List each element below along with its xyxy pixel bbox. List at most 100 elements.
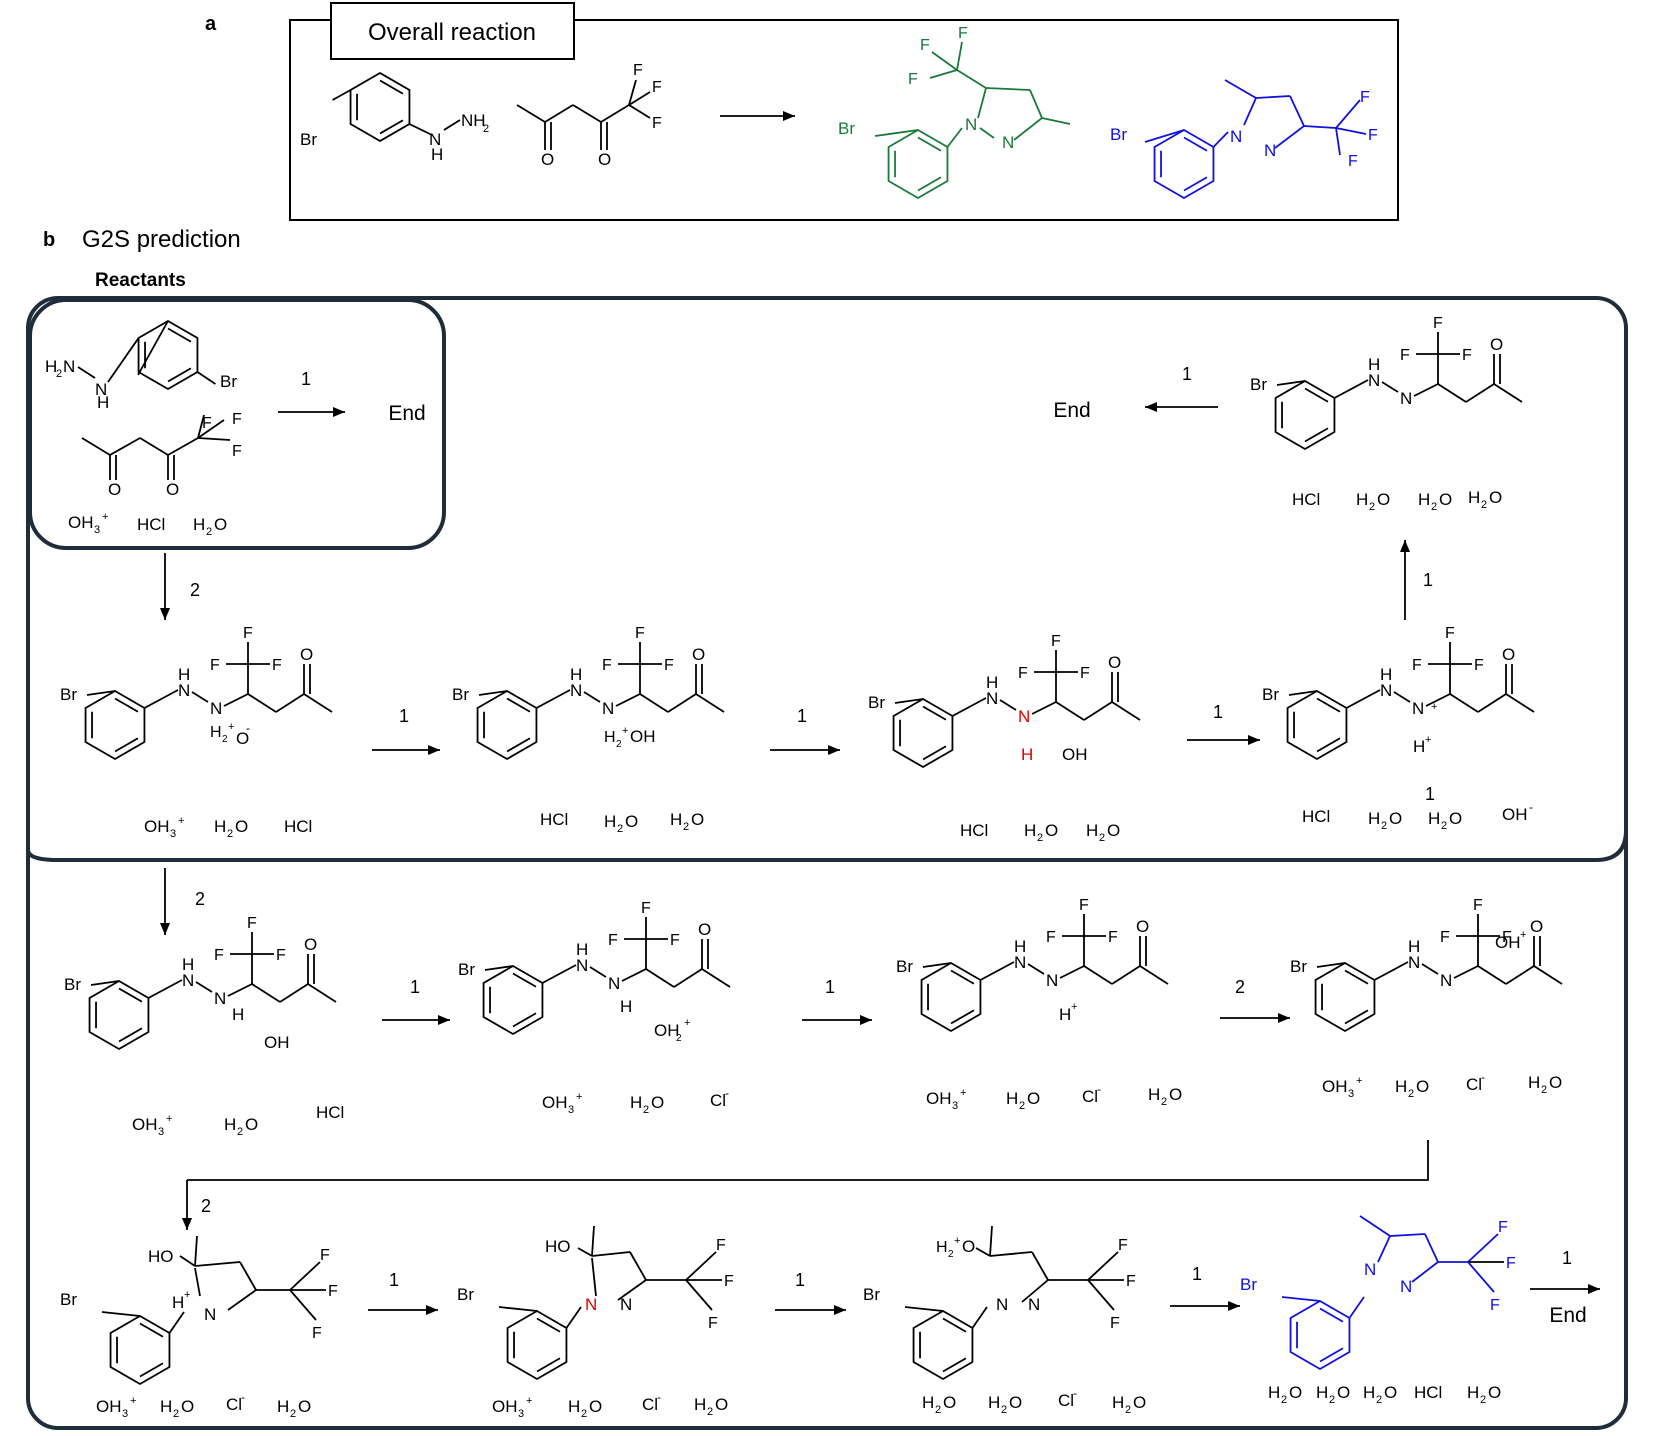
bond	[673, 968, 703, 988]
arrow-label-1: 1	[1182, 364, 1192, 384]
hydrogen-atom: H	[172, 1293, 184, 1312]
hydrogen-atom: H	[1413, 737, 1425, 756]
nitrogen-atom: N	[1380, 681, 1392, 700]
bond	[544, 104, 574, 123]
bond	[985, 87, 1031, 91]
oxygen-atom: O	[300, 645, 313, 664]
bond	[1303, 125, 1337, 129]
amine-group: NH	[461, 111, 486, 130]
bond	[1224, 79, 1257, 99]
nitrogen-atom: N	[1440, 971, 1452, 990]
fluorine-atom: F	[1440, 929, 1450, 946]
bond	[498, 1306, 538, 1312]
fluorine-atom: F	[1498, 1219, 1508, 1236]
water-label: H	[1268, 1383, 1280, 1402]
fluorine-atom: F	[633, 62, 643, 79]
bond	[1031, 1251, 1049, 1281]
water-label: H	[1024, 821, 1036, 840]
arrow-label-1: 1	[795, 1270, 805, 1290]
ring-double-bond	[1344, 969, 1369, 985]
bond	[1111, 965, 1141, 985]
arrow-label-1: 1	[797, 706, 807, 726]
bond	[1059, 965, 1085, 979]
water-label: O	[625, 812, 638, 831]
charge-plus: +	[684, 1017, 690, 1029]
water-label: O	[1009, 1393, 1022, 1412]
subscript: 2	[1381, 820, 1387, 832]
bond	[1144, 129, 1185, 143]
fluorine-atom: F	[652, 79, 662, 96]
ring-double-bond	[379, 119, 404, 135]
hydrogen-atom: H	[210, 724, 222, 741]
bond	[1013, 117, 1043, 141]
bond	[1243, 97, 1257, 126]
water-label: H	[1356, 490, 1368, 509]
arrow-head	[438, 1015, 450, 1025]
ring-double-bond	[118, 987, 143, 1003]
subscript: 2	[707, 1406, 713, 1418]
subscript: 3	[568, 1104, 574, 1116]
bond	[894, 698, 924, 704]
bond	[695, 693, 725, 713]
water-label: O	[1045, 821, 1058, 840]
bond	[303, 693, 333, 713]
hydrogen-atom: H	[570, 665, 582, 684]
fluorine-atom: F	[1110, 1315, 1120, 1332]
bond	[975, 1247, 991, 1257]
bond	[247, 693, 277, 713]
overall-reaction-title: Overall reaction	[368, 19, 536, 46]
bond	[227, 1289, 257, 1311]
product-1-ring	[887, 128, 949, 200]
ring-double-bond	[139, 1322, 164, 1338]
reaction-arrow	[182, 1180, 192, 1230]
bond	[904, 1306, 944, 1312]
bromine-atom: Br	[60, 1290, 77, 1309]
reaction-arrow	[802, 1015, 872, 1025]
hydroxyl-group: HO	[148, 1247, 174, 1266]
fluorine-atom: F	[608, 932, 618, 949]
hcl-label: HCl	[316, 1103, 344, 1122]
bond	[107, 337, 140, 383]
bond	[1389, 1233, 1426, 1237]
reaction-arrow	[1187, 735, 1260, 745]
arrow-label-1: 1	[410, 977, 420, 997]
water-label: O	[1169, 1085, 1182, 1104]
ring-double-bond	[950, 1009, 975, 1025]
bond	[628, 91, 651, 106]
water-label: H	[988, 1393, 1000, 1412]
charge-minus: -	[1529, 800, 1533, 814]
water-label: O	[1337, 1383, 1350, 1402]
bond	[307, 983, 337, 1003]
subscript: 2	[1376, 1394, 1382, 1406]
water-label: O	[1133, 1393, 1146, 1412]
hydroxyl-group: HO	[545, 1237, 571, 1256]
subscript: 2	[1329, 1394, 1335, 1406]
bromophenyl-ring	[349, 71, 411, 143]
subscript: 2	[227, 828, 233, 840]
charge-plus: +	[576, 1091, 582, 1103]
bromine-atom: Br	[1250, 375, 1267, 394]
bond	[139, 437, 169, 456]
water-label: O	[589, 1397, 602, 1416]
bond	[629, 1251, 647, 1281]
aryl-ring	[476, 689, 538, 761]
fluorine-atom: F	[1126, 1273, 1136, 1290]
bond	[332, 89, 351, 101]
end-label: End	[1053, 399, 1090, 422]
fluorine-atom: F	[232, 411, 242, 428]
bond	[971, 1306, 988, 1329]
aryl-ring	[88, 979, 150, 1051]
water-label: H	[1086, 821, 1098, 840]
overall-reaction-title-box	[330, 2, 575, 60]
aryl-ring	[1286, 689, 1348, 761]
ring-double-bond	[512, 972, 537, 988]
reaction-arrow	[1170, 1301, 1240, 1311]
bond	[639, 693, 669, 713]
ring-double-bond	[922, 745, 947, 761]
bond	[583, 691, 601, 703]
hydrogen-atom: H	[620, 997, 632, 1016]
bond	[1381, 381, 1399, 393]
water-label: O	[715, 1395, 728, 1414]
bond	[667, 693, 697, 713]
water-label: O	[298, 1397, 311, 1416]
